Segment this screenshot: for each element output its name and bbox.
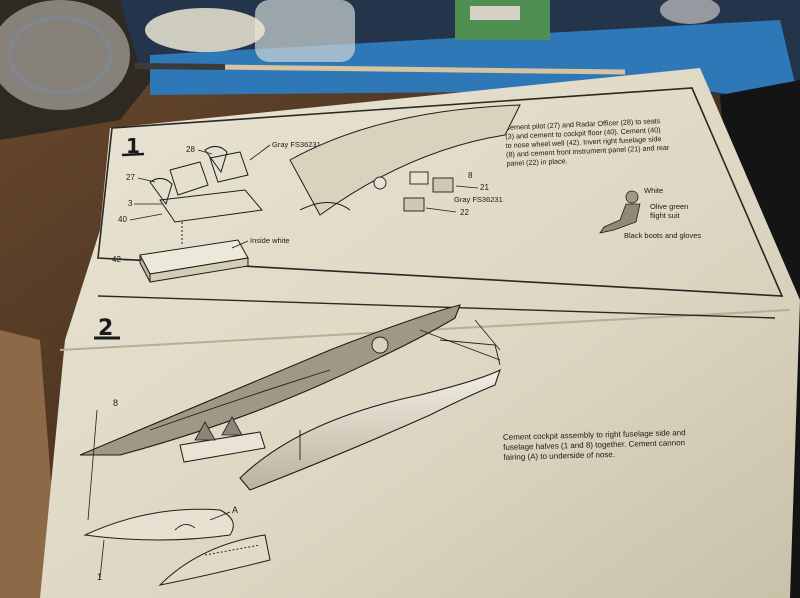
nose-cone (83, 508, 271, 586)
step1-underline (121, 152, 145, 157)
mixing-palette (145, 8, 265, 52)
callout-gray-panels: Gray FS36231 (454, 195, 503, 204)
part-3: 3 (128, 199, 133, 208)
callout-gray-seats: Gray FS36231 (272, 140, 321, 149)
fuselage-half-lower (239, 329, 501, 491)
part-8-step2: 8 (113, 398, 118, 408)
paint-bottle (255, 0, 355, 62)
part-40: 40 (118, 215, 127, 224)
part-27: 27 (126, 173, 135, 182)
part-42: 42 (112, 255, 121, 264)
part-28: 28 (186, 145, 195, 154)
callout-white: White (644, 186, 663, 195)
seat-drawing (149, 146, 263, 223)
tamiya-label (470, 6, 520, 20)
assembly-arrow-bottom (99, 539, 105, 579)
part-1: 1 (97, 572, 102, 582)
callout-boots: Black boots and gloves (624, 231, 701, 240)
nose-wheel-well (139, 222, 249, 283)
cockpit-assembly (179, 416, 266, 463)
brush-ferrule (134, 63, 226, 70)
glass-dish (0, 0, 130, 110)
glass-dish-rim (8, 15, 112, 95)
step2-divider (97, 295, 776, 319)
assembly-arrow-left (87, 409, 98, 521)
callout-olive-1: Olive green (650, 202, 688, 211)
part-8-step1: 8 (468, 171, 473, 180)
callout-inside-white: Inside white (250, 236, 290, 245)
part-22: 22 (460, 208, 469, 217)
pilot-figure (599, 190, 641, 234)
part-21: 21 (480, 183, 489, 192)
part-A: A (232, 505, 238, 515)
fuselage-half-upper (79, 304, 461, 456)
leather-left (0, 330, 60, 598)
step2-line-3: fairing (A) to underside of nose. (503, 450, 615, 462)
fuselage-side-step1 (289, 104, 521, 216)
step2-number: 2 (98, 316, 113, 341)
step1-panel (97, 87, 784, 297)
assembly-arrow-tail (474, 319, 501, 351)
callout-olive-2: flight suit (650, 211, 681, 220)
step1-line-5: panel (22) in place. (506, 156, 567, 168)
step1-number: 1 (126, 134, 140, 158)
step1-instructions: Cement pilot (27) and Radar Officer (28)… (505, 116, 670, 168)
paint-cup (660, 0, 720, 24)
